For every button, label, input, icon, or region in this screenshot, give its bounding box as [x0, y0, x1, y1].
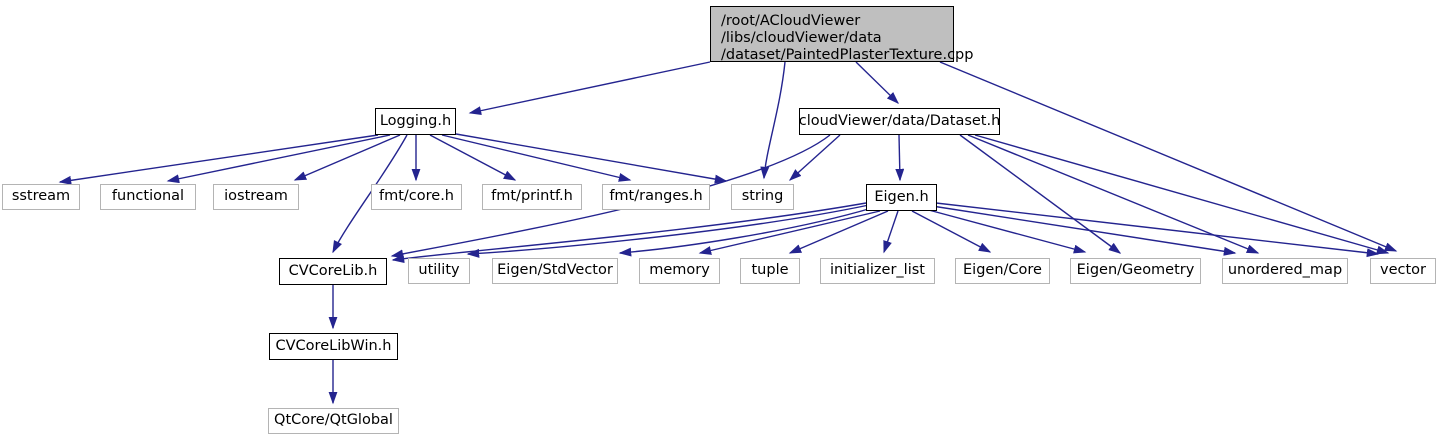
graph-node-stdvector[interactable]: Eigen/StdVector — [492, 258, 618, 284]
graph-node-qtglobal[interactable]: QtCore/QtGlobal — [268, 408, 399, 434]
graph-node-fmtranges[interactable]: fmt/ranges.h — [602, 184, 710, 210]
graph-node-utility[interactable]: utility — [408, 258, 470, 284]
edge-eigen-to-eigencore — [911, 210, 992, 253]
edge-eigen-to-memory — [698, 210, 881, 255]
graph-node-eigengeom[interactable]: Eigen/Geometry — [1070, 258, 1201, 284]
edge-logging-to-iostream — [293, 134, 401, 181]
graph-node-eigencore[interactable]: Eigen/Core — [955, 258, 1050, 284]
edge-dataset-to-eigengeom — [959, 134, 1122, 254]
edge-logging-to-string — [455, 133, 728, 184]
graph-node-fmtprintf[interactable]: fmt/printf.h — [482, 184, 582, 210]
edge-dataset-to-vector — [974, 134, 1390, 255]
graph-node-string[interactable]: string — [731, 184, 794, 210]
graph-node-sstream[interactable]: sstream — [2, 184, 80, 210]
edge-eigen-to-vector — [935, 202, 1380, 258]
graph-node-dataset[interactable]: cloudViewer/data/Dataset.h — [799, 108, 1000, 135]
graph-node-fmtcore[interactable]: fmt/core.h — [371, 184, 462, 210]
graph-node-functional[interactable]: functional — [100, 184, 196, 210]
graph-node-initlist[interactable]: initializer_list — [820, 258, 935, 284]
edge-eigen-to-unorderedmap — [931, 205, 1237, 256]
graph-node-tuple[interactable]: tuple — [740, 258, 800, 284]
edge-eigen-to-tuple — [788, 210, 889, 254]
edge-root-to-dataset — [855, 61, 900, 104]
edge-dataset-to-eigen — [895, 134, 905, 182]
edge-eigen-to-initlist — [883, 210, 899, 254]
edge-dataset-to-string — [788, 134, 841, 181]
edge-root-to-vector — [939, 61, 1398, 252]
graph-node-eigen[interactable]: Eigen.h — [866, 184, 937, 211]
graph-node-unorderedmap[interactable]: unordered_map — [1222, 258, 1348, 284]
graph-node-cvcorelibwin[interactable]: CVCoreLibWin.h — [269, 333, 398, 360]
edge-logging-to-fmtprintf — [429, 134, 517, 181]
edge-eigen-to-utility — [466, 204, 870, 258]
graph-node-cvcorelib[interactable]: CVCoreLib.h — [279, 258, 387, 285]
edge-eigen-to-cvcorelib — [391, 202, 867, 264]
edge-dataset-to-unorderedmap — [967, 134, 1260, 254]
edge-logging-to-sstream — [58, 134, 379, 185]
edge-root-to-logging — [468, 61, 711, 116]
edge-eigen-to-stdvector — [618, 207, 873, 257]
graph-node-logging[interactable]: Logging.h — [375, 108, 456, 135]
graph-node-root[interactable]: /root/ACloudViewer /libs/cloudViewer/dat… — [710, 6, 973, 63]
graph-node-iostream[interactable]: iostream — [213, 184, 299, 210]
edge-eigen-to-eigengeom — [924, 208, 1087, 254]
edge-logging-to-fmtranges — [441, 134, 632, 182]
graph-node-vector[interactable]: vector — [1370, 258, 1436, 284]
graph-node-memory[interactable]: memory — [639, 258, 720, 284]
edge-logging-to-functional — [166, 134, 391, 184]
edge-root-to-string — [760, 61, 786, 180]
